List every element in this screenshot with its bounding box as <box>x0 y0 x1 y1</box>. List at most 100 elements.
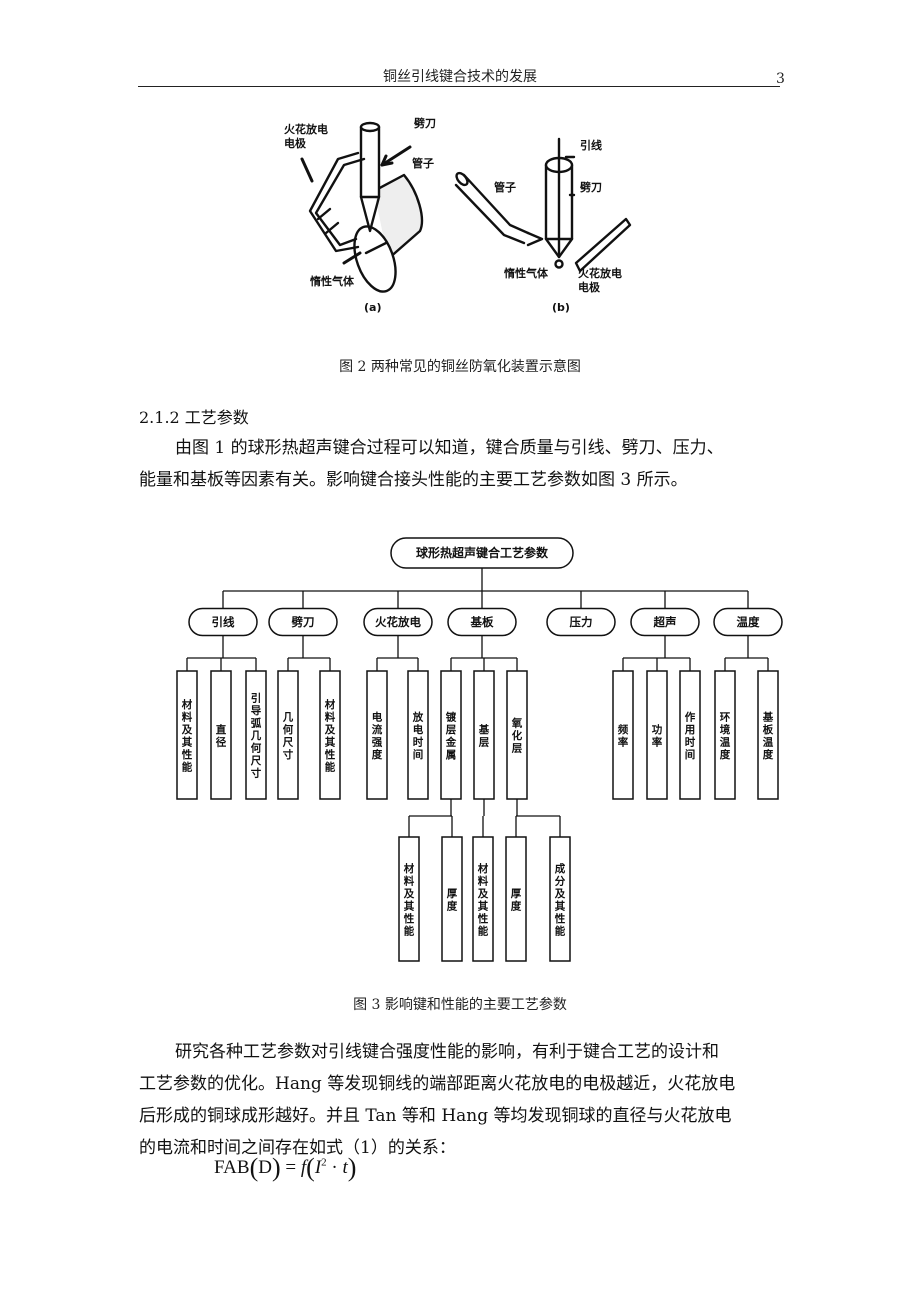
figure-3-tree-diagram: 球形热超声键合工艺参数引线劈刀火花放电基板压力超声温度材料及其性能直径引导弧几何… <box>170 530 810 970</box>
leaf-1-0-char: 何 <box>283 723 294 736</box>
formula-var-i: I <box>314 1157 322 1178</box>
substrate-sub-2-char: 化 <box>512 729 523 742</box>
leaf-0-2-char: 寸 <box>251 767 262 780</box>
leaf-2-1-char: 电 <box>413 723 424 736</box>
category-2-label: 火花放电 <box>375 615 421 629</box>
fig2b-electrode-label: 火花放电电极 <box>578 266 622 294</box>
figure-2-illustration: 火花放电电极 劈刀 管子 惰性气体 (a) 引线 劈刀 管子 惰性气体 火花放电… <box>278 113 646 323</box>
header-rule <box>138 86 780 87</box>
leaf-0-0-char: 料 <box>182 710 193 723</box>
fig2b-capillary-label: 劈刀 <box>580 180 602 194</box>
paragraph-1-line-1: 由图 1 的球形热超声键合过程可以知道，键合质量与引线、劈刀、压力、 <box>175 438 724 458</box>
leaf-0-2-char: 尺 <box>251 755 262 767</box>
page-number: 3 <box>776 71 785 87</box>
substrate-leaf-2-1-char: 成 <box>555 862 566 875</box>
leaf-0-0-char: 能 <box>182 760 193 773</box>
leaf-2-1-char: 间 <box>413 748 424 761</box>
substrate-leaf-1-0-char: 能 <box>478 924 489 937</box>
substrate-leaf-2-0-box <box>505 836 527 962</box>
leaf-0-0-box <box>176 670 198 800</box>
substrate-leaf-0-0-char: 其 <box>404 899 415 912</box>
leaf-0-0-char: 及 <box>182 724 193 736</box>
fig2b-wire-label: 引线 <box>580 138 602 152</box>
leaf-1-0-char: 几 <box>283 711 294 723</box>
fig2a-gas-label: 惰性气体 <box>310 274 355 288</box>
formula-arg: D <box>258 1157 272 1178</box>
category-0-label: 引线 <box>212 615 235 629</box>
fig2a-capillary-label: 劈刀 <box>414 116 436 130</box>
leaf-0-2-char: 导 <box>251 705 262 717</box>
leaf-0-1-char: 直 <box>216 723 227 736</box>
leaf-5-1-char: 功 <box>652 723 663 736</box>
figure-3-caption: 图 3 影响键和性能的主要工艺参数 <box>353 997 567 1013</box>
root-node-label: 球形热超声键合工艺参数 <box>416 545 549 560</box>
substrate-leaf-0-1-char: 厚 <box>447 888 458 900</box>
leaf-6-0-char: 环 <box>720 711 731 723</box>
leaf-6-0-box <box>714 670 736 800</box>
leaf-0-2-char: 引 <box>251 692 262 705</box>
substrate-leaf-0-0-char: 能 <box>404 924 415 937</box>
substrate-sub-0-char: 层 <box>446 724 457 736</box>
paragraph-1-line-2: 能量和基板等因素有关。影响键合接头性能的主要工艺参数如图 3 所示。 <box>139 470 688 490</box>
leaf-2-1-char: 时 <box>413 735 424 748</box>
fig2a-electrode-label: 火花放电电极 <box>284 122 328 150</box>
fig2b-panel-label: (b) <box>552 301 570 314</box>
leaf-6-0-char: 境 <box>720 723 731 736</box>
section-heading: 2.1.2 工艺参数 <box>139 408 249 427</box>
substrate-leaf-1-0-char: 材 <box>477 862 489 875</box>
substrate-leaf-2-1-box <box>549 836 571 962</box>
substrate-leaf-1-0-char: 料 <box>478 874 489 887</box>
leaf-6-1-box <box>757 670 779 800</box>
paragraph-1: 由图 1 的球形热超声键合过程可以知道，键合质量与引线、劈刀、压力、 能量和基板… <box>139 432 789 496</box>
formula-dot: · <box>331 1157 338 1178</box>
substrate-leaf-1-0-char: 性 <box>478 912 489 925</box>
leaf-1-0-char: 尺 <box>283 736 294 748</box>
fig2a-tube-label: 管子 <box>412 156 434 170</box>
formula-exponent: 2 <box>321 1156 327 1169</box>
substrate-leaf-2-0-char: 厚 <box>511 888 522 900</box>
leaf-6-1-char: 度 <box>763 748 774 761</box>
paragraph-2: 研究各种工艺参数对引线键合强度性能的影响，有利于键合工艺的设计和 工艺参数的优化… <box>139 1036 789 1164</box>
substrate-sub-0-char: 金 <box>445 735 457 748</box>
formula-var-t: t <box>342 1157 348 1178</box>
substrate-leaf-2-1-char: 其 <box>555 899 566 912</box>
leaf-2-1-box <box>407 670 429 800</box>
leaf-2-1-char: 放 <box>412 710 424 723</box>
leaf-5-2-char: 用 <box>684 724 696 736</box>
leaf-0-0-char: 其 <box>182 735 193 748</box>
substrate-leaf-1-0-char: 其 <box>478 899 489 912</box>
substrate-leaf-1-0-box <box>472 836 494 962</box>
leaf-1-1-box <box>319 670 341 800</box>
leaf-0-2-char: 几 <box>251 730 262 742</box>
substrate-leaf-0-1-char: 度 <box>447 899 458 912</box>
leaf-2-0-box <box>366 670 388 800</box>
fig2a-panel-label: (a) <box>364 301 381 314</box>
leaf-5-0-char: 率 <box>618 735 629 748</box>
category-4-box <box>546 607 616 637</box>
leaf-6-1-char: 温 <box>763 735 774 748</box>
running-header-title: 铜丝引线键合技术的发展 <box>383 69 537 85</box>
leaf-1-1-char: 料 <box>325 710 336 723</box>
substrate-leaf-0-0-char: 及 <box>404 888 415 900</box>
leaf-5-2-box <box>679 670 701 800</box>
leaf-1-1-char: 能 <box>325 760 336 773</box>
formula-equals: = <box>285 1157 297 1178</box>
leaf-0-1-char: 径 <box>216 735 227 748</box>
substrate-sub-1-char: 基 <box>478 723 490 736</box>
substrate-leaf-2-0-char: 度 <box>511 899 522 912</box>
figure-2-caption: 图 2 两种常见的铜丝防氧化装置示意图 <box>339 359 581 375</box>
leaf-1-0-box <box>277 670 299 800</box>
leaf-6-1-char: 板 <box>763 723 774 736</box>
category-3-label: 基板 <box>470 615 494 629</box>
substrate-leaf-2-1-char: 分 <box>555 874 566 887</box>
substrate-sub-1-char: 层 <box>479 736 490 748</box>
substrate-leaf-0-1-box <box>441 836 463 962</box>
leaf-1-0-char: 寸 <box>283 748 294 761</box>
leaf-0-1-box <box>210 670 232 800</box>
leaf-5-1-char: 率 <box>652 735 663 748</box>
substrate-leaf-2-1-char: 能 <box>555 924 566 937</box>
formula-lhs: FAB <box>214 1157 250 1178</box>
substrate-sub-2-char: 层 <box>512 743 523 755</box>
paragraph-2-line-1: 研究各种工艺参数对引线键合强度性能的影响，有利于键合工艺的设计和 <box>175 1042 719 1062</box>
leaf-5-0-char: 频 <box>618 723 629 736</box>
